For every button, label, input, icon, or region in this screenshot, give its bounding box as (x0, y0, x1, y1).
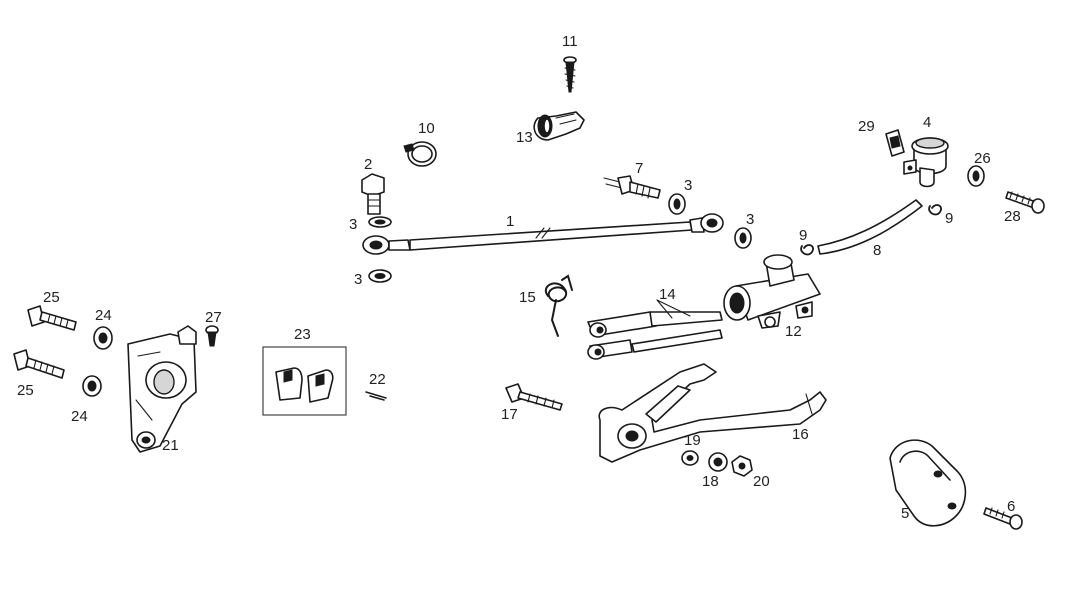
callout-15: 15 (519, 289, 536, 306)
spring-part-15 (545, 274, 573, 337)
callout-3-right: 3 (746, 211, 754, 228)
callout-26: 26 (974, 150, 991, 167)
brake-pipe-part-1 (362, 213, 724, 255)
brake-pedal-part-16 (598, 363, 827, 463)
callout-3-upper-left: 3 (349, 216, 357, 233)
callout-20: 20 (753, 473, 770, 490)
washer-part-26 (967, 165, 985, 187)
caliper-part-21 (127, 325, 197, 453)
washer-part-24-upper (93, 326, 113, 350)
push-rod-part-14 (587, 311, 723, 360)
callout-11: 11 (562, 33, 578, 50)
leader-lines (656, 299, 691, 319)
bleed-screw-part-27 (205, 325, 219, 347)
callout-16: 16 (792, 426, 809, 443)
callout-19: 19 (684, 432, 701, 449)
callout-27: 27 (205, 309, 222, 326)
callout-23: 23 (294, 326, 311, 343)
callout-7: 7 (635, 160, 643, 177)
bolt-part-7 (603, 175, 661, 199)
callout-28: 28 (1004, 208, 1021, 225)
washer-part-3-middle (668, 193, 686, 215)
pin-part-22 (365, 391, 387, 401)
clip-part-9-lower (800, 244, 814, 256)
screw-part-28 (1005, 191, 1045, 214)
screw-part-6 (983, 507, 1023, 530)
callout-12: 12 (785, 323, 802, 340)
washer-part-3-right (734, 227, 752, 249)
banjo-bolt-part-2 (361, 173, 385, 215)
callout-1: 1 (506, 213, 514, 230)
callout-3-middle: 3 (684, 177, 692, 194)
callout-5: 5 (901, 505, 909, 522)
master-cylinder-part-12 (723, 254, 821, 329)
callout-8: 8 (873, 242, 881, 259)
washer-part-19 (681, 450, 699, 466)
callout-24-lower: 24 (71, 408, 88, 425)
hose-clip-part-10 (403, 141, 437, 167)
washer-part-24-lower (82, 375, 102, 397)
callout-10: 10 (418, 120, 435, 137)
callout-25-upper: 25 (43, 289, 60, 306)
callout-25-lower: 25 (17, 382, 34, 399)
clamp-part-13 (533, 111, 585, 141)
callout-6: 6 (1007, 498, 1015, 515)
bolt-part-25-upper (27, 305, 77, 331)
screw-part-11 (563, 56, 577, 93)
hose-part-8 (817, 199, 923, 255)
callout-labels: 1 2 3 3 3 3 4 5 6 7 8 9 9 10 11 12 13 14… (17, 33, 1021, 522)
bolt-part-17 (505, 383, 563, 411)
nut-part-20 (731, 455, 753, 477)
clip-part-9-upper (928, 204, 942, 216)
bolt-part-25-lower (13, 349, 65, 379)
callout-29: 29 (858, 118, 875, 135)
callout-18: 18 (702, 473, 719, 490)
washer-part-3-upper-left (368, 216, 392, 228)
callout-2: 2 (364, 156, 372, 173)
callout-9-upper: 9 (945, 210, 953, 227)
callout-9-lower: 9 (799, 227, 807, 244)
callout-4: 4 (923, 114, 931, 131)
callout-17: 17 (501, 406, 518, 423)
callout-13: 13 (516, 129, 533, 146)
fluid-reservoir-part-4 (903, 137, 949, 188)
callout-14: 14 (659, 286, 676, 303)
heel-guard-part-5 (889, 439, 967, 527)
bracket-part-29 (885, 129, 905, 157)
washer-part-3-lower-left (368, 269, 392, 283)
brake-pad-kit-part-23 (262, 346, 347, 416)
washer-part-18 (708, 452, 728, 472)
callout-22: 22 (369, 371, 386, 388)
callout-21: 21 (162, 437, 179, 454)
callout-3-lower-left: 3 (354, 271, 362, 288)
callout-24-upper: 24 (95, 307, 112, 324)
